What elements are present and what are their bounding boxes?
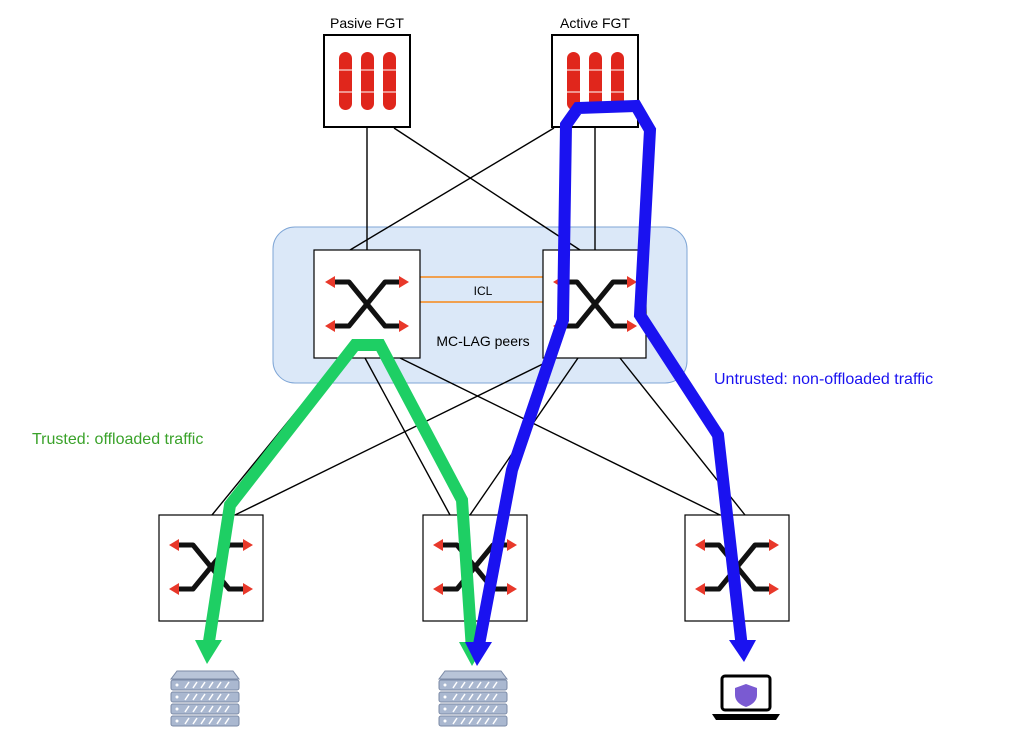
passive-fgt-label: Pasive FGT bbox=[330, 15, 404, 31]
access-switch-2[interactable] bbox=[422, 514, 528, 622]
trusted-label: Trusted: offloaded traffic bbox=[32, 431, 203, 448]
passive-fgt[interactable] bbox=[323, 34, 411, 128]
server-icon[interactable] bbox=[438, 670, 508, 727]
untrusted-path bbox=[465, 99, 756, 666]
untrusted-label: Untrusted: non-offloaded traffic bbox=[714, 371, 933, 388]
firewall-icon bbox=[339, 52, 396, 110]
firewall-icon bbox=[567, 52, 624, 110]
icl-label: ICL bbox=[474, 284, 493, 298]
server-icon[interactable] bbox=[170, 670, 240, 727]
active-fgt-label: Active FGT bbox=[560, 15, 630, 31]
laptop-icon[interactable] bbox=[712, 674, 780, 720]
mclag-label: MC-LAG peers bbox=[436, 333, 529, 349]
